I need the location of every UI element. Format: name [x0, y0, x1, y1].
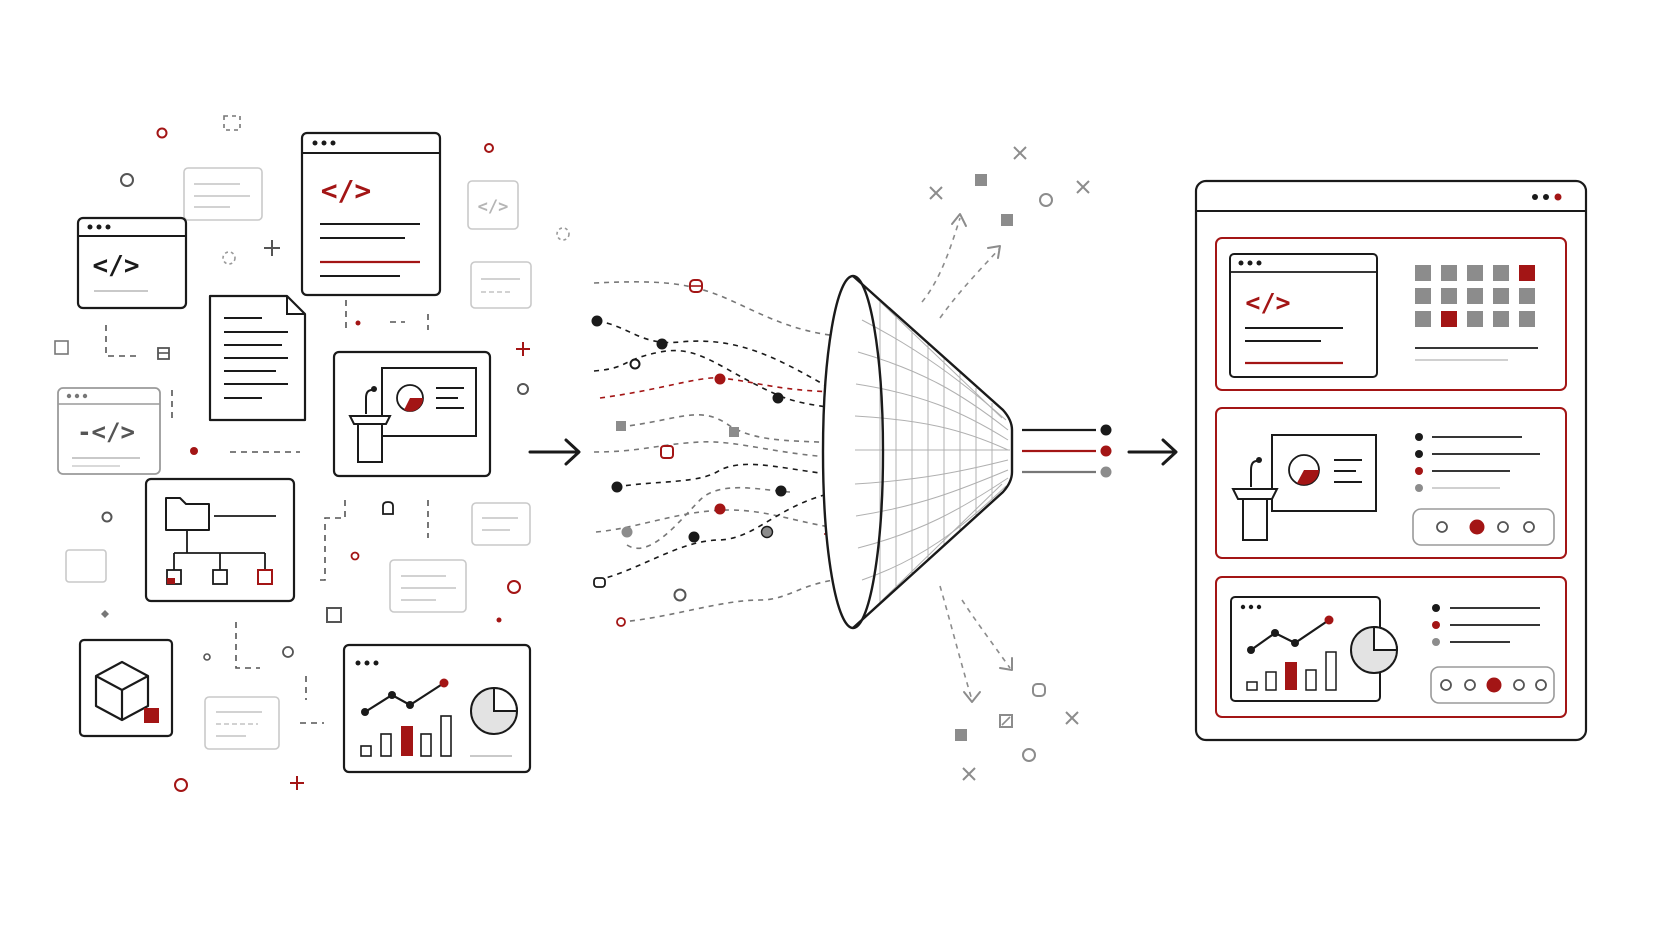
code-icon: </> [1245, 288, 1290, 317]
pie-chart-icon [470, 686, 519, 735]
arrow-right-icon [1127, 438, 1178, 466]
line-chart-icon [364, 682, 445, 713]
code-window-small: </> [76, 216, 188, 310]
input-sources-cluster: </> </> [54, 115, 581, 792]
close-icon [929, 146, 1090, 781]
podium-icon [1231, 457, 1279, 541]
cube-icon [94, 660, 150, 722]
faint-square [65, 549, 107, 583]
podium-icon [348, 386, 392, 463]
code-editor-window: </> [300, 131, 442, 297]
faint-code-card: </> [467, 180, 519, 230]
discarded-particles [921, 146, 1090, 781]
block-grid [1415, 265, 1535, 327]
bar-chart-icon [1246, 651, 1337, 691]
output-panel-presentation [1215, 407, 1567, 559]
code-icon: -</> [77, 418, 135, 446]
code-icon: </> [478, 197, 509, 217]
output-app-window: </> [1194, 179, 1588, 742]
folder-tree-card [144, 477, 296, 603]
chart-dashboard-card [342, 643, 532, 774]
output-panel-charts [1215, 576, 1567, 718]
folder-icon [165, 497, 210, 531]
output-panel-code: </> [1215, 237, 1567, 391]
arrow-right-icon [528, 438, 581, 466]
faint-card-1 [183, 167, 263, 221]
faint-card-5 [204, 696, 280, 750]
cube-card [78, 638, 174, 738]
dashed-connectors [105, 300, 429, 724]
code-window-faded: -</> [57, 387, 161, 475]
data-nodes [591, 279, 852, 627]
funnel-icon [821, 274, 1014, 630]
pie-chart-icon [1350, 625, 1399, 674]
plus-icon [264, 240, 530, 790]
bar-chart-icon [360, 715, 452, 757]
faint-card-4 [389, 559, 467, 613]
line-chart-icon [1250, 619, 1330, 651]
faint-card-3 [471, 502, 531, 546]
scatter-marks [54, 115, 570, 792]
faint-card-2 [470, 261, 532, 309]
code-icon: </> [321, 174, 372, 207]
code-icon: </> [93, 251, 140, 281]
document-icon [208, 294, 307, 422]
funnel-output-lines [1022, 424, 1112, 478]
presentation-card [332, 350, 492, 478]
